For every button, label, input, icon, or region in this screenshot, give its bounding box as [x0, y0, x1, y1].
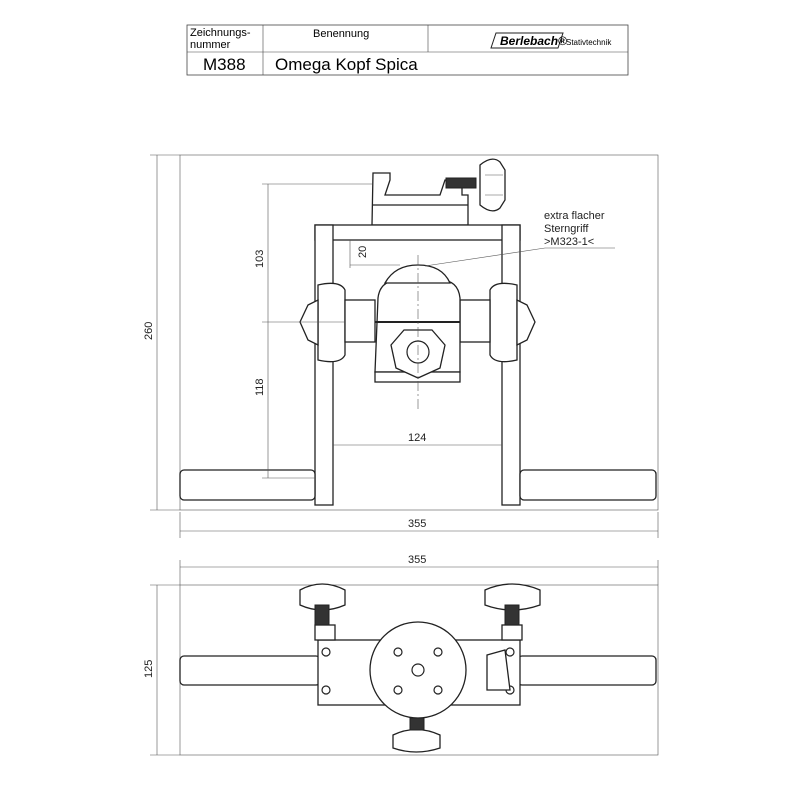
top-dim-depth: 125: [143, 660, 155, 678]
top-dim-width: 355: [408, 554, 426, 566]
dim-upper: 103: [254, 250, 266, 268]
dim-height: 260: [143, 322, 155, 340]
drawing-name: Omega Kopf Spica: [275, 55, 418, 74]
dim-knob-gap: 20: [357, 246, 369, 258]
brand-subtitle: Stativtechnik: [566, 38, 612, 47]
dim-width: 355: [408, 518, 426, 530]
annotation-line3: >M323-1<: [544, 236, 594, 248]
front-view: 260 355: [143, 154, 659, 538]
title-block: Zeichnungs- nummer Benennung M388 Omega …: [186, 24, 629, 76]
svg-text:Berlebach®: Berlebach®: [500, 34, 567, 48]
top-view: 355 125: [143, 554, 659, 756]
drawing-number: M388: [203, 55, 246, 74]
dim-inner-width: 124: [408, 432, 426, 444]
dim-lower: 118: [254, 378, 266, 396]
berlebach-logo: Berlebach®: [490, 32, 567, 49]
drawing-number-label: Zeichnungs-: [190, 27, 251, 39]
annotation-line2: Sterngriff: [544, 223, 589, 235]
drawing-number-label-2: nummer: [190, 39, 231, 51]
annotation-line1: extra flacher: [544, 210, 605, 222]
name-label: Benennung: [313, 28, 369, 40]
